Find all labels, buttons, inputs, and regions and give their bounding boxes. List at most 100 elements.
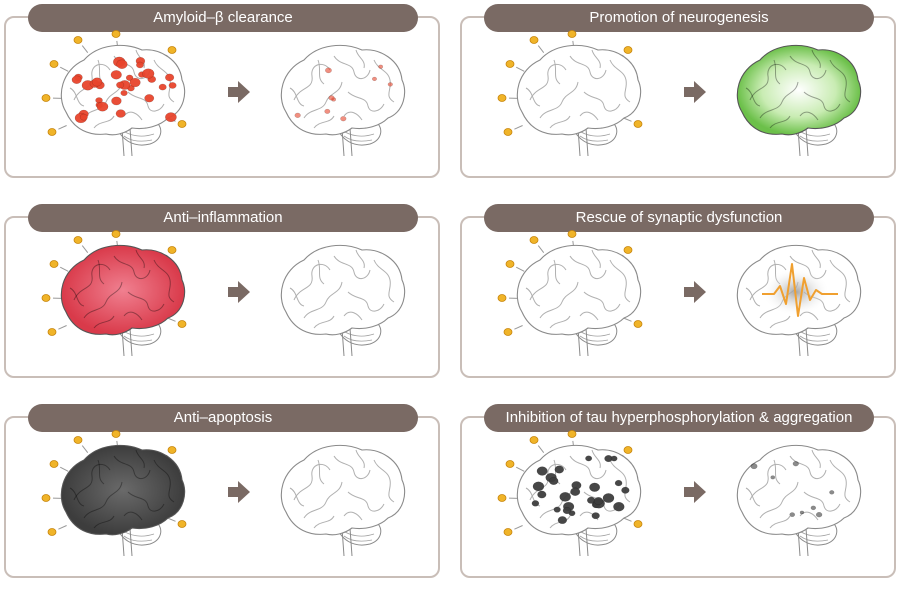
nanoparticle-icon bbox=[503, 525, 523, 536]
tangle-dot bbox=[591, 512, 600, 520]
tangle-dot bbox=[792, 461, 799, 467]
nanoparticle-icon bbox=[49, 60, 69, 72]
right-arrow-icon bbox=[228, 81, 250, 103]
tangle-dot bbox=[557, 516, 568, 525]
brain-icon bbox=[280, 444, 406, 557]
nanoparticle-icon bbox=[167, 317, 187, 328]
nanoparticle-icon bbox=[503, 125, 523, 136]
panel-title: Promotion of neurogenesis bbox=[484, 4, 874, 32]
plaque-dot bbox=[165, 73, 175, 82]
nanoparticle-icon bbox=[623, 117, 643, 128]
panel-illustration bbox=[41, 230, 406, 357]
nanoparticle-icon bbox=[47, 125, 67, 136]
tangle-dot bbox=[559, 492, 571, 502]
tangle-dot bbox=[570, 487, 581, 496]
tangle-dot bbox=[621, 486, 630, 494]
plaque-dot bbox=[120, 90, 128, 97]
nanoparticle-icon bbox=[497, 294, 519, 302]
plaque-dot bbox=[168, 82, 177, 89]
nanoparticle-icon bbox=[73, 436, 89, 454]
plaque-dot bbox=[125, 74, 134, 81]
plaque-dot bbox=[387, 82, 393, 87]
nanoparticle-icon bbox=[49, 260, 69, 272]
tangle-dot bbox=[789, 512, 796, 518]
nanoparticle-icon bbox=[529, 236, 545, 254]
plaque-dot bbox=[136, 61, 144, 69]
nanoparticle-icon bbox=[503, 325, 523, 336]
plaque-dot bbox=[115, 109, 126, 118]
tangle-dot bbox=[799, 510, 805, 515]
brain-icon bbox=[60, 444, 186, 557]
plaque-dot bbox=[325, 67, 332, 74]
brain-icon bbox=[736, 444, 862, 557]
brain-icon bbox=[736, 44, 862, 157]
panel-illustration bbox=[41, 430, 406, 557]
tangle-dot bbox=[602, 493, 615, 503]
plaque-dot bbox=[116, 81, 125, 89]
plaque-dot bbox=[324, 108, 331, 114]
plaque-dot bbox=[129, 77, 141, 88]
tangle-dot bbox=[750, 463, 758, 470]
right-arrow-icon bbox=[228, 481, 250, 503]
plaque-dot bbox=[340, 116, 347, 122]
brain-icon bbox=[280, 244, 406, 357]
tangle-dot bbox=[585, 455, 593, 462]
nanoparticle-icon bbox=[41, 494, 63, 502]
panel-title: Anti–inflammation bbox=[28, 204, 418, 232]
panel-illustration bbox=[497, 30, 862, 157]
plaque-dot bbox=[142, 68, 155, 79]
plaque-dot bbox=[328, 95, 335, 101]
plaque-dot bbox=[378, 64, 383, 69]
panel-illustration bbox=[497, 230, 862, 357]
nanoparticle-icon bbox=[505, 260, 525, 272]
brain-icon bbox=[516, 244, 642, 357]
plaque-dot bbox=[110, 70, 122, 80]
panel-neurogenesis: Promotion of neurogenesis bbox=[460, 4, 896, 178]
nanoparticle-icon bbox=[41, 294, 63, 302]
panel-title: Amyloid–β clearance bbox=[28, 4, 418, 32]
tangle-dot bbox=[610, 455, 618, 462]
panel-anti-inflammation: Anti–inflammation bbox=[4, 204, 440, 378]
tangle-dot bbox=[531, 500, 540, 507]
plaque-dot bbox=[79, 113, 88, 121]
tangle-dot bbox=[815, 512, 823, 518]
nanoparticle-icon bbox=[505, 60, 525, 72]
nanoparticle-icon bbox=[529, 436, 545, 454]
nanoparticle-icon bbox=[505, 460, 525, 472]
tangle-dot bbox=[554, 465, 564, 474]
plaque-dot bbox=[96, 101, 109, 112]
nanoparticle-icon bbox=[49, 460, 69, 472]
tangle-dot bbox=[537, 490, 547, 499]
tangle-dot bbox=[810, 505, 816, 511]
panel-title: Rescue of synaptic dysfunction bbox=[484, 204, 874, 232]
panel-amyloid-clearance: Amyloid–β clearance bbox=[4, 4, 440, 178]
panel-illustration bbox=[41, 30, 406, 157]
plaque-dot bbox=[91, 77, 103, 87]
nanoparticle-icon bbox=[623, 317, 643, 328]
plaque-dot bbox=[372, 76, 377, 82]
plaque-dot bbox=[144, 94, 155, 103]
nanoparticle-icon bbox=[497, 494, 519, 502]
nanoparticle-icon bbox=[73, 36, 89, 54]
right-arrow-icon bbox=[684, 81, 706, 103]
plaque-dot bbox=[71, 75, 82, 84]
tangle-dot bbox=[614, 479, 623, 487]
panel-tau-inhibition: Inhibition of tau hyperphosphorylation &… bbox=[460, 404, 896, 578]
nanoparticle-icon bbox=[47, 525, 67, 536]
right-arrow-icon bbox=[684, 481, 706, 503]
tangle-dot bbox=[562, 506, 572, 515]
nanoparticle-icon bbox=[47, 325, 67, 336]
panel-title: Inhibition of tau hyperphosphorylation &… bbox=[484, 404, 874, 432]
nanoparticle-icon bbox=[41, 94, 63, 102]
nanoparticle-icon bbox=[167, 517, 187, 528]
right-arrow-icon bbox=[228, 281, 250, 303]
tangle-dot bbox=[548, 476, 559, 485]
panel-synaptic-rescue: Rescue of synaptic dysfunction bbox=[460, 204, 896, 378]
panel-anti-apoptosis: Anti–apoptosis bbox=[4, 404, 440, 578]
nanoparticle-icon bbox=[73, 236, 89, 254]
tangle-dot bbox=[536, 466, 548, 476]
tangle-dot bbox=[589, 482, 601, 492]
panel-illustration bbox=[497, 430, 862, 557]
tangle-dot bbox=[770, 475, 776, 480]
plaque-dot bbox=[158, 83, 167, 91]
